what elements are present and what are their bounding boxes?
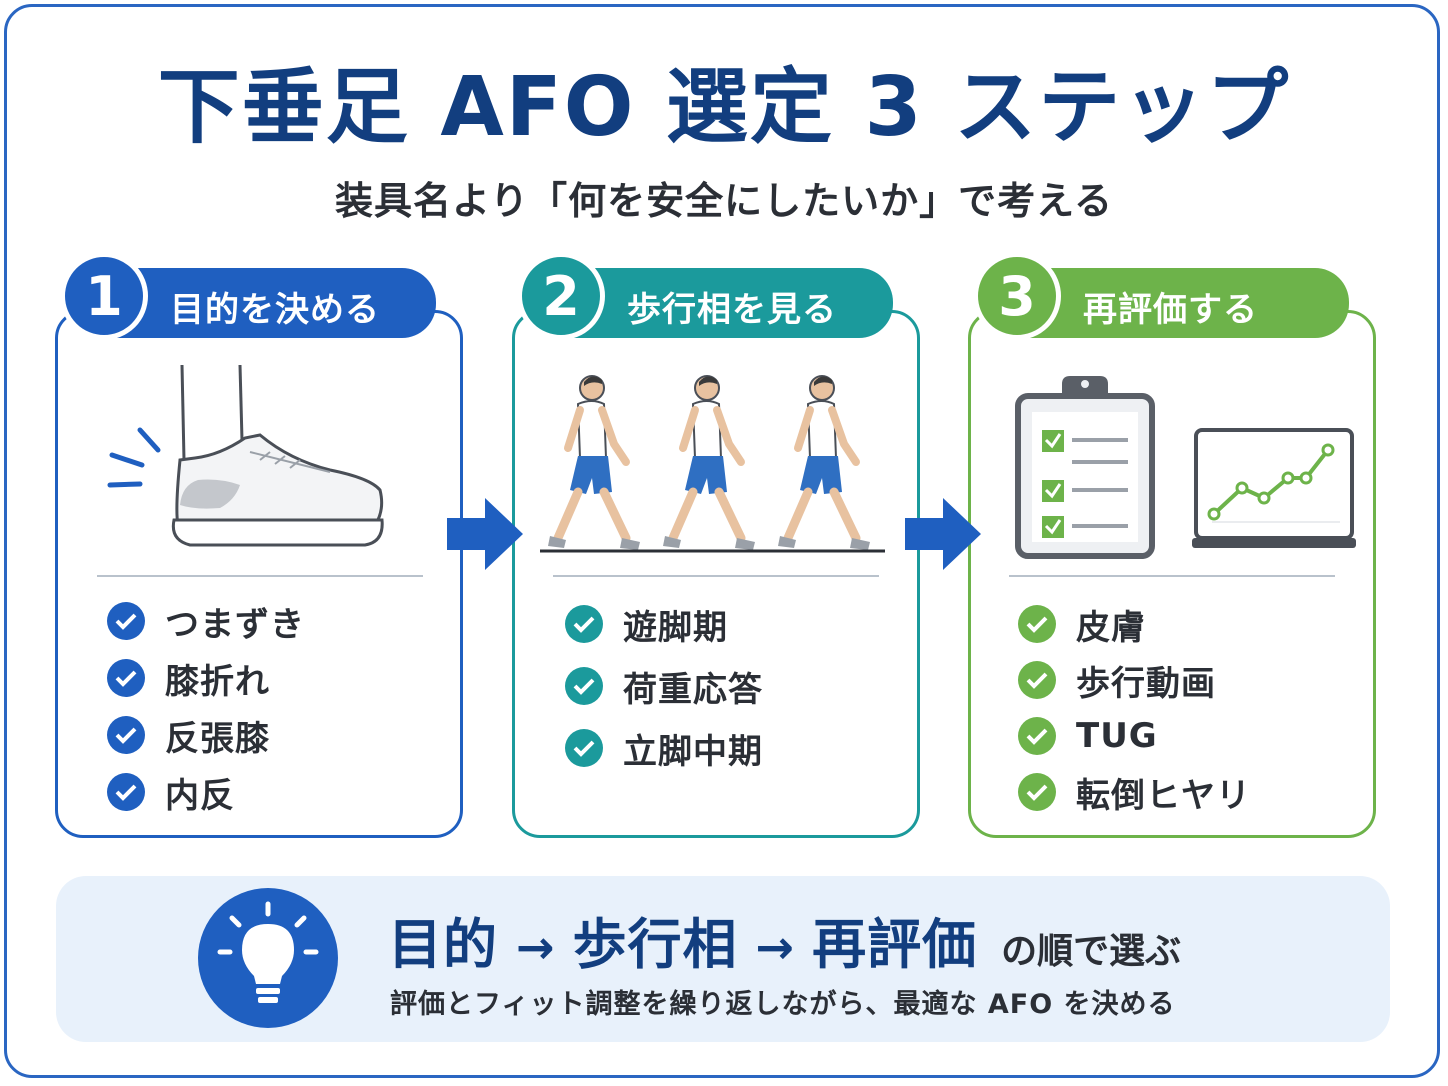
flow-tail: の順で選ぶ [1001, 931, 1182, 972]
check-circle-icon [1018, 717, 1056, 755]
step-3-pill [1013, 268, 1349, 338]
check-circle-icon [107, 602, 145, 640]
check-circle-icon [565, 667, 603, 705]
line-chart-monitor-icon [1192, 428, 1356, 548]
list-item: 荷重応答 [565, 667, 763, 710]
arrow-right-icon [447, 498, 523, 570]
check-circle-icon [107, 716, 145, 754]
flow-arrow: → [755, 920, 795, 974]
step-3-divider [1009, 575, 1335, 577]
flow-step-3: 再評価 [812, 913, 978, 976]
list-item: 内反 [107, 773, 305, 816]
check-circle-icon [107, 773, 145, 811]
list-item: 立脚中期 [565, 729, 763, 772]
step-3-label: 再評価する [1083, 290, 1258, 330]
check-circle-icon [1018, 605, 1056, 643]
check-circle-icon [1018, 773, 1056, 811]
list-item: 歩行動画 [1018, 661, 1251, 704]
flow-step-1: 目的 [388, 913, 498, 976]
page-subtitle: 装具名より「何を安全にしたいか」で考える [334, 179, 1114, 223]
list-item: 転倒ヒヤリ [1018, 773, 1251, 816]
step-2-label: 歩行相を見る [627, 290, 837, 330]
page-title: 下垂足 AFO 選定 3 ステップ [157, 60, 1291, 155]
step-2-pill [557, 268, 893, 338]
list-item: 反張膝 [107, 716, 305, 759]
check-circle-icon [107, 659, 145, 697]
check-circle-icon [1018, 661, 1056, 699]
step-1-list: つまずき 膝折れ 反張膝 内反 [107, 602, 305, 830]
summary-note: 評価とフィット調整を繰り返しながら、最適な AFO を決める [390, 989, 1176, 1020]
step-3-number: 3 [973, 252, 1061, 340]
list-item: 膝折れ [107, 659, 305, 702]
walking-person-icon [540, 370, 885, 560]
list-item: TUG [1018, 716, 1251, 756]
step-1-divider [97, 575, 423, 577]
step-1-label: 目的を決める [170, 290, 380, 330]
check-circle-icon [565, 729, 603, 767]
check-circle-icon [565, 605, 603, 643]
step-2-list: 遊脚期 荷重応答 立脚中期 [565, 605, 763, 791]
summary-flow: 目的 → 歩行相 → 再評価の順で選ぶ [388, 900, 1181, 979]
flow-arrow: → [516, 920, 555, 974]
list-item: 遊脚期 [565, 605, 763, 648]
step-3-list: 皮膚 歩行動画 TUG 転倒ヒヤリ [1018, 605, 1251, 829]
step-1-pill [100, 268, 436, 338]
flow-step-2: 歩行相 [572, 913, 738, 976]
arrow-right-icon [905, 498, 981, 570]
step-1-number: 1 [60, 252, 148, 340]
list-item: つまずき [107, 602, 305, 645]
step-2-divider [553, 575, 879, 577]
step-3-header: 3 再評価する [973, 252, 1349, 340]
step-2-number: 2 [517, 252, 605, 340]
clipboard-checklist-icon [1015, 376, 1155, 559]
shoe-icon [107, 364, 384, 547]
lightbulb-icon [198, 888, 338, 1028]
list-item: 皮膚 [1018, 605, 1251, 648]
step-1-header: 1 目的を決める [60, 252, 436, 340]
step-2-header: 2 歩行相を見る [517, 252, 893, 340]
